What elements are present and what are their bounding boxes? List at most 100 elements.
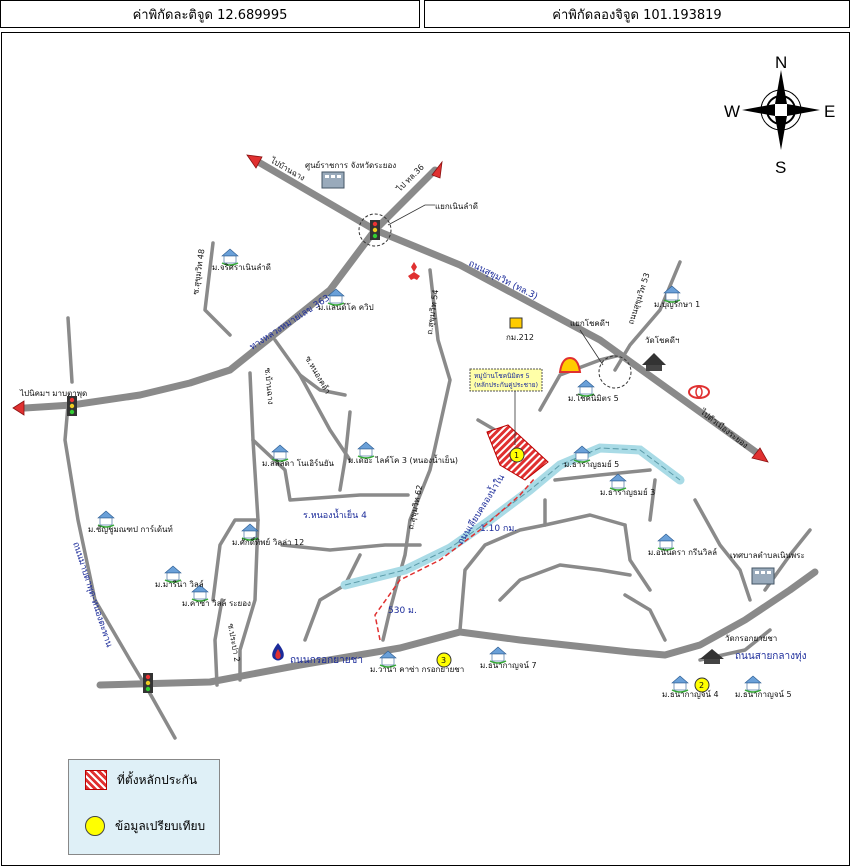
yellow-circle-icon bbox=[85, 816, 105, 836]
minor-roads bbox=[63, 241, 812, 740]
toyota-icon bbox=[688, 385, 710, 399]
house-icon bbox=[671, 675, 689, 693]
place-rayong-center: ศูนย์ราชการ จังหวัดระยอง bbox=[305, 160, 396, 171]
shell-icon bbox=[558, 356, 582, 373]
road-labels: ถนนสุขุมวิท (ทล.3) ทางหลวงหมายเลข 363 ถน… bbox=[19, 155, 807, 666]
temple-icon bbox=[700, 649, 724, 664]
village-label: ม.ธาราญธมย์ 5 bbox=[564, 459, 619, 469]
village-label: ม.ธนากาญจน์ 7 bbox=[480, 660, 537, 670]
marker-2-label: 2 bbox=[699, 681, 704, 690]
village-label: ม.ลลิลดา โนเอิร์นยัน bbox=[262, 458, 335, 468]
village-label: ม.แลนด์โค ควิป bbox=[318, 302, 374, 312]
road-label-ban-cha: ซ.บ้านฉาง bbox=[263, 367, 275, 405]
arrow-to-map-ta-phut-icon bbox=[12, 400, 25, 416]
traffic-light-icon bbox=[370, 220, 380, 240]
village-label: ม.ธนากาญจน์ 4 bbox=[662, 689, 719, 699]
legend: ที่ตั้งหลักประกัน ข้อมูลเปรียบเทียบ bbox=[68, 759, 220, 855]
marker-1[interactable]: 1 bbox=[509, 447, 525, 463]
village-label: ม.เดอะ ไลค์โค 3 (หนองน้ำเย็น) bbox=[348, 454, 458, 465]
road-label-to-map-ta-phut: ไปนิคมฯ มาบตาพุด bbox=[19, 389, 87, 398]
house-icon bbox=[577, 379, 595, 397]
traffic-light-icon bbox=[143, 673, 153, 693]
legend-comparable: ข้อมูลเปรียบเทียบ bbox=[85, 816, 205, 836]
place-dist-2: 530 ม. bbox=[388, 606, 417, 616]
mitsubishi-icon bbox=[408, 262, 420, 280]
road-label-sukhumvit: ถนนสุขุมวิท (ทล.3) bbox=[467, 258, 540, 302]
road-label-to-pl36: ไป ทล.36 bbox=[394, 163, 425, 194]
place-noen-phra: เทศบาลตำบลเนินพระ bbox=[730, 551, 805, 560]
place-dist-1: 1.10 กม. bbox=[480, 524, 517, 534]
road-label-sukhumvit-53: ถนนสุขุมวิท 53 bbox=[626, 272, 651, 326]
village-label: ม.บุญรักษา 1 bbox=[654, 300, 700, 309]
road-label-saikrok: ถนนสายกลางทุ่ง bbox=[735, 651, 807, 662]
legend-comparable-label: ข้อมูลเปรียบเทียบ bbox=[115, 818, 206, 833]
map-frame bbox=[1, 32, 850, 866]
municipality-building-icon bbox=[751, 567, 775, 585]
longitude-header: ค่าพิกัดลองจิจูด 101.193819 bbox=[424, 0, 850, 28]
marker-3-label: 3 bbox=[441, 656, 446, 665]
place-choeng-noen-junction: แยกโชคดีฯ bbox=[570, 318, 609, 328]
place-wat-krok-yai-cha: วัดกรอกยายชา bbox=[725, 634, 777, 643]
house-icon bbox=[657, 533, 675, 551]
compass-s: S bbox=[775, 158, 786, 177]
house-icon bbox=[327, 288, 345, 306]
road-label-kroksaiyaya: ถนนกรอกยายชา bbox=[290, 655, 363, 666]
traffic-lights bbox=[67, 220, 380, 693]
road-label-map-ta-phut: ถนนมาบตาพุด-หนองตะพาน bbox=[70, 541, 114, 649]
house-icon bbox=[573, 445, 591, 463]
compass: N S E W bbox=[724, 53, 835, 177]
place-wat-choeng-noen: วัดโชคดีฯ bbox=[645, 335, 679, 345]
house-icon bbox=[609, 473, 627, 491]
subject-callout-line1: หมู่บ้านโชคนิมิตร 5 bbox=[474, 372, 530, 380]
legend-subject: ที่ตั้งหลักประกัน bbox=[85, 770, 197, 790]
place-km212: กม.212 bbox=[506, 333, 534, 342]
marker-1-label: 1 bbox=[514, 451, 519, 460]
village-label: ม.มารีน่า วิลล์ bbox=[155, 579, 204, 589]
village-labels: ม.จริศราเนินลำดีม.แลนด์โค ควิป ม.บุญรักษา… bbox=[88, 263, 792, 699]
longitude-label: ค่าพิกัดลองจิจูด 101.193819 bbox=[552, 7, 722, 23]
house-icon bbox=[221, 248, 239, 266]
village-label: ม.โชคนิมิตร 5 bbox=[568, 393, 619, 403]
village-label: ม.ชัญชูมณฑป การ์เด้นท์ bbox=[88, 524, 173, 535]
road-label-to-rayong: ไปตัวเมืองระยอง bbox=[698, 407, 750, 450]
village-label: ม.วาน่า คาซ่า กรอกยายชา bbox=[370, 665, 464, 674]
legend-subject-label: ที่ตั้งหลักประกัน bbox=[117, 772, 198, 787]
compass-w: W bbox=[724, 102, 740, 121]
village-label: ม.ศักดิ์ทิพย์ วิลล่า 12 bbox=[232, 536, 304, 547]
house-icon bbox=[191, 584, 209, 602]
village-label: ม.อนันดรา กรีนวิลล์ bbox=[648, 547, 717, 557]
arrow-to-rayong-icon bbox=[751, 447, 769, 463]
subject-callout-line2: (หลักประกันคู่ประชาย) bbox=[474, 381, 538, 389]
arrow-to-ban-chang-icon bbox=[246, 154, 263, 169]
compass-n: N bbox=[775, 53, 787, 72]
place-labels: ศูนย์ราชการ จังหวัดระยอง แยกเนินลำดี แยก… bbox=[303, 160, 805, 643]
road-label-sukhumvit-48: ซ.สุขุมวิท 48 bbox=[191, 248, 206, 295]
village-label: ม.คาซ่า วิลล์ ระยอง bbox=[182, 598, 251, 608]
junction-circle-noen-lam-di bbox=[358, 213, 392, 247]
latitude-header: ค่าพิกัดละติจูด 12.689995 bbox=[0, 0, 420, 28]
house-icon bbox=[663, 285, 681, 303]
temple-icon bbox=[642, 353, 666, 371]
marker-3[interactable]: 3 bbox=[436, 652, 452, 668]
latitude-label: ค่าพิกัดละติจูด 12.689995 bbox=[132, 7, 288, 23]
hatch-swatch-icon bbox=[85, 770, 107, 790]
compass-e: E bbox=[824, 102, 835, 121]
main-roads bbox=[21, 156, 819, 689]
house-icon bbox=[271, 444, 289, 462]
marker-2[interactable]: 2 bbox=[694, 677, 710, 693]
subject-callout bbox=[469, 368, 543, 392]
arrow-to-pl36-icon bbox=[431, 160, 443, 179]
village-label: ม.ธาราญธมย์ 3 bbox=[600, 487, 655, 497]
gas-station-icon bbox=[272, 643, 284, 661]
village-label: ม.จริศราเนินลำดี bbox=[212, 263, 271, 272]
traffic-light-icon bbox=[67, 396, 77, 416]
direction-arrows bbox=[12, 154, 769, 463]
house-icon bbox=[489, 646, 507, 664]
canal bbox=[340, 443, 685, 590]
house-icon bbox=[241, 523, 259, 541]
village-label: ม.ธนากาญจน์ 5 bbox=[735, 689, 792, 699]
house-icon bbox=[379, 650, 397, 668]
road-label-sukhumvit-62: ถ.สุขุมวิท 62 bbox=[406, 484, 424, 530]
gov-building-icon bbox=[321, 171, 345, 189]
